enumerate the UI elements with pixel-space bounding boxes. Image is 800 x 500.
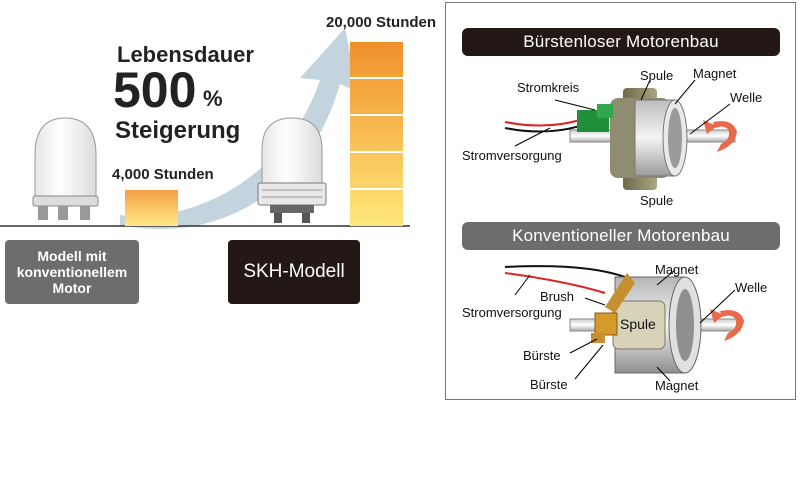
label-spule-bottom: Spule	[640, 193, 674, 208]
conventional-motor-drawing	[504, 265, 744, 382]
new-hours-label: 20,000 Stunden	[326, 14, 437, 31]
label-stromversorgung-brushless: Stromversorgung	[462, 148, 562, 163]
label-welle-brushless: Welle	[730, 90, 763, 105]
label-buerste-1: Bürste	[523, 348, 561, 363]
brushless-motor-drawing	[504, 79, 737, 190]
skh-model-label: SKH-Modell	[228, 240, 360, 304]
conventional-lamp-image	[32, 117, 99, 220]
conventional-title: Konventioneller Motorenbau	[462, 222, 780, 250]
conventional-model-label: Modell mit konventionellem Motor	[5, 240, 139, 304]
label-buerste-2: Bürste	[530, 377, 568, 392]
percent-value: 500	[113, 62, 197, 118]
label-spule-conventional: Spule	[620, 316, 656, 332]
old-hours-label: 4,000 Stunden	[112, 166, 214, 183]
label-stromversorgung-conventional: Stromversorgung	[462, 305, 562, 320]
percent-sign: %	[203, 86, 223, 111]
label-welle-conventional: Welle	[735, 280, 768, 295]
label-magnet-bottom-conventional: Magnet	[655, 378, 699, 393]
label-magnet-brushless: Magnet	[693, 66, 737, 81]
label-brush: Brush	[540, 289, 574, 304]
lifetime-heading: Lebensdauer	[117, 42, 254, 67]
motor-diagrams-panel	[445, 2, 796, 400]
lifetime-comparison-graphic	[0, 28, 410, 230]
bar-4000	[125, 190, 178, 226]
increase-label: Steigerung	[115, 117, 241, 144]
brushless-title: Bürstenloser Motorenbau	[462, 28, 780, 56]
label-stromkreis: Stromkreis	[517, 80, 580, 95]
skh-lamp-image	[257, 117, 327, 223]
label-magnet-top-conventional: Magnet	[655, 262, 699, 277]
bar-20000	[350, 42, 403, 226]
label-spule-top: Spule	[640, 68, 674, 83]
